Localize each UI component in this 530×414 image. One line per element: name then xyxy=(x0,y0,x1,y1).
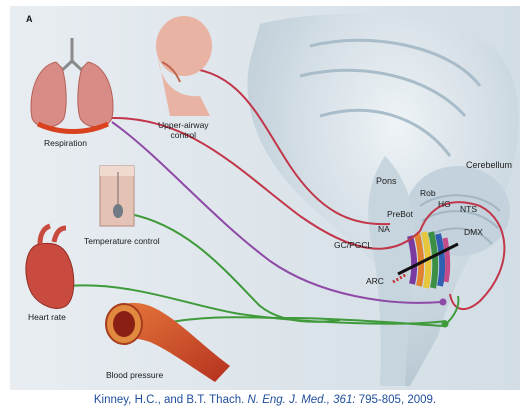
vessel-lumen xyxy=(113,311,135,337)
label-cerebellum: Cerebellum xyxy=(466,160,512,170)
terminal-dot-purple xyxy=(440,299,447,306)
skin-surface xyxy=(100,166,134,176)
label-nts: NTS xyxy=(460,204,477,214)
panel-label: A xyxy=(26,14,33,24)
sweat-gland xyxy=(113,204,123,218)
label-heart-rate: Heart rate xyxy=(28,312,66,322)
label-dmx: DMX xyxy=(464,227,483,237)
label-na: NA xyxy=(378,224,390,234)
citation-journal: N. Eng. J. Med., 361: xyxy=(248,394,356,406)
citation-authors: Kinney, H.C., and B.T. Thach. xyxy=(94,394,244,406)
label-rob: Rob xyxy=(420,188,436,198)
label-pons: Pons xyxy=(376,176,397,186)
label-gc-pgcl: GC/PGCL xyxy=(334,240,372,250)
terminal-dot-green xyxy=(442,321,449,328)
infant-head xyxy=(156,16,212,76)
diagram-artwork xyxy=(10,6,520,390)
citation: Kinney, H.C., and B.T. Thach. N. Eng. J.… xyxy=(0,394,530,406)
nucleus-dmx xyxy=(445,238,448,282)
label-prebot: PreBot xyxy=(387,209,413,219)
label-upper-airway: Upper-airway control xyxy=(158,120,209,140)
diagram-figure: A Respiration Upper-airway control Tempe… xyxy=(10,6,520,390)
skin-illustration xyxy=(100,166,134,226)
label-blood-pressure: Blood pressure xyxy=(106,370,163,380)
label-temperature-control: Temperature control xyxy=(84,236,160,246)
label-arc: ARC xyxy=(366,276,384,286)
label-hg: HG xyxy=(438,199,451,209)
label-respiration: Respiration xyxy=(44,138,87,148)
citation-pages: 795-805, 2009. xyxy=(356,394,437,406)
